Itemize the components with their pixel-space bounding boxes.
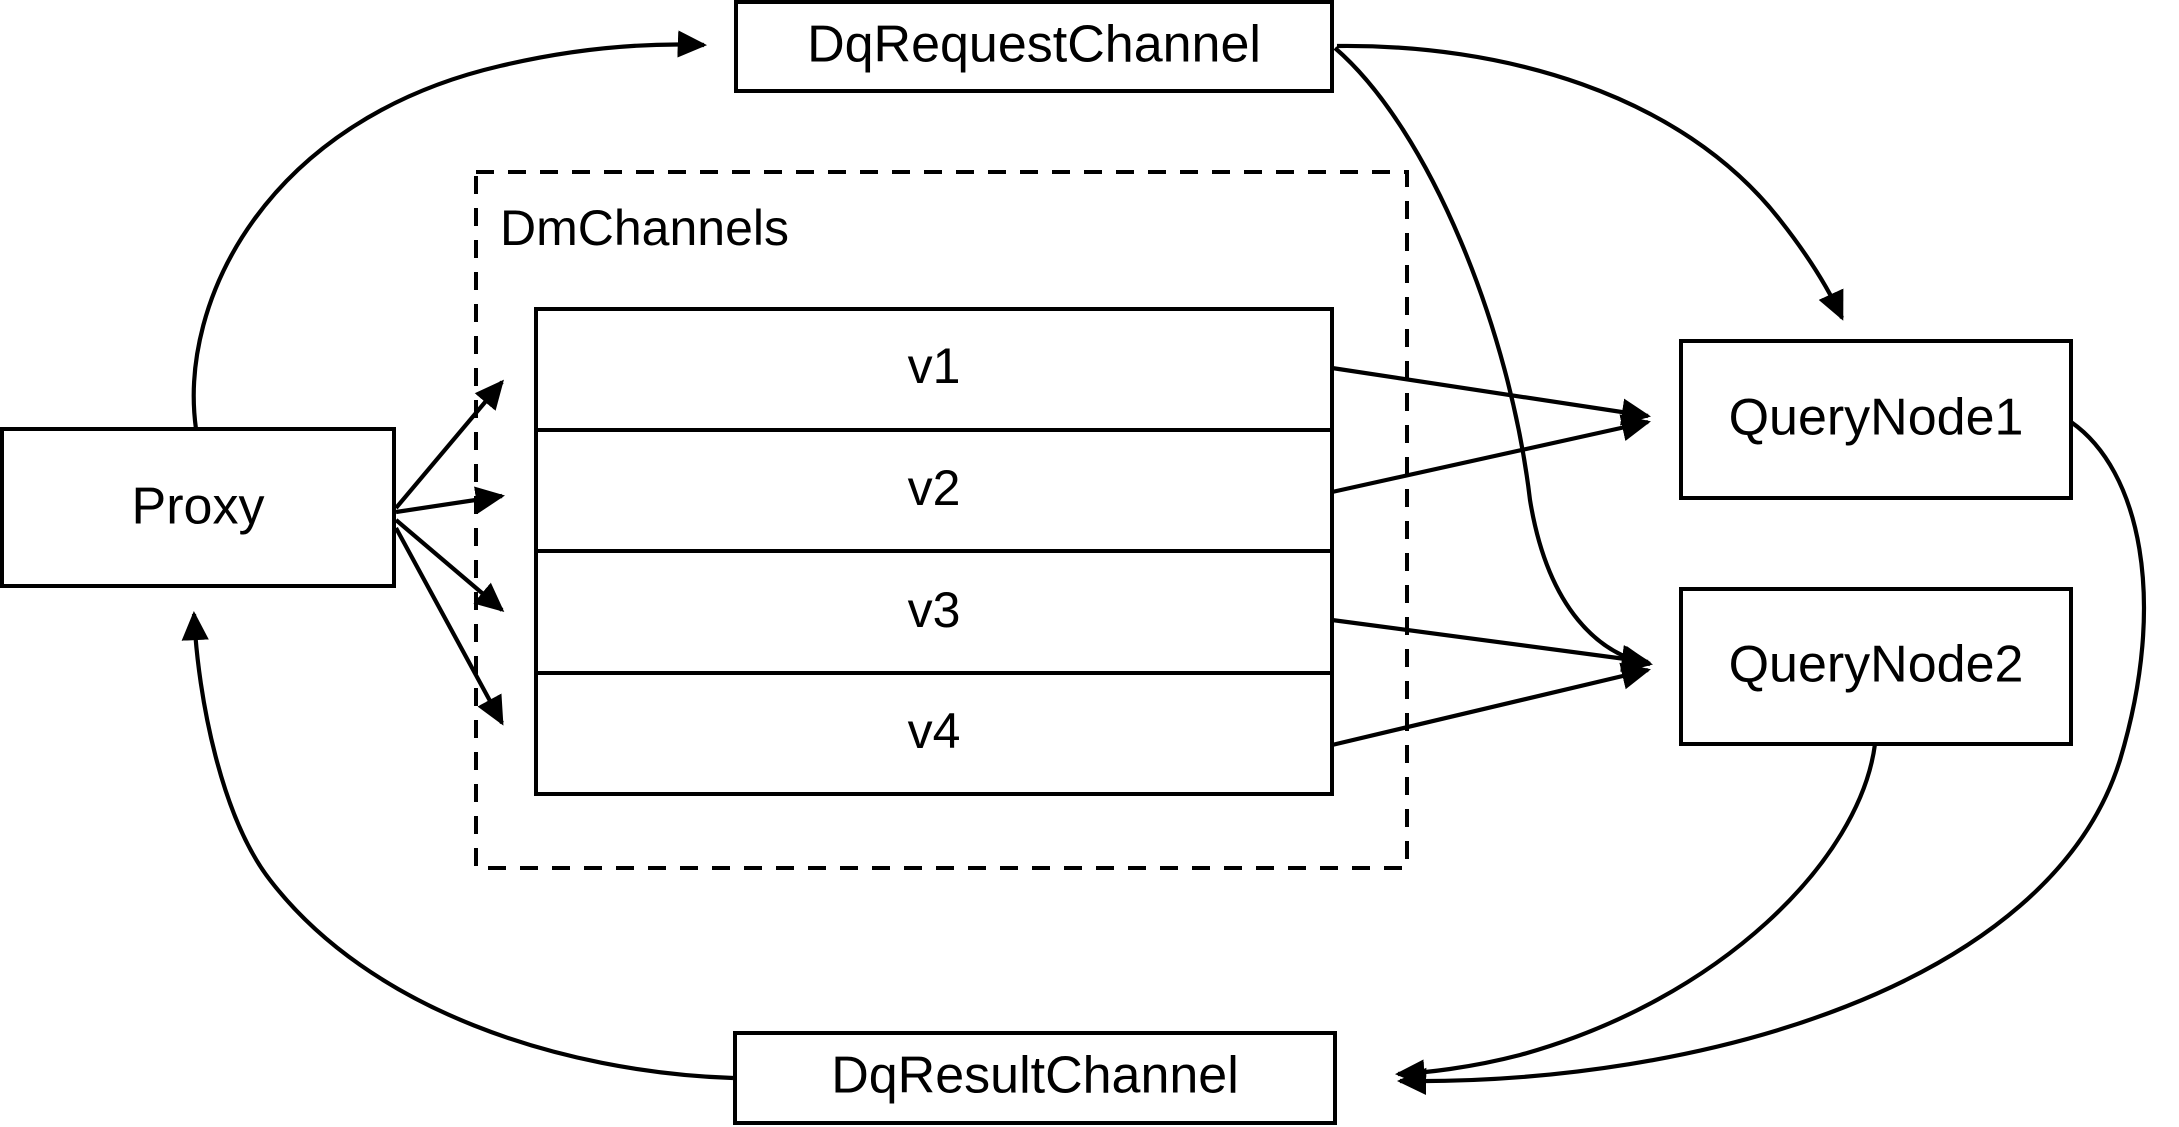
- querynode2-label: QueryNode2: [1729, 636, 2024, 694]
- edge-querynode1-to-dqresultchannel: [1396, 420, 2147, 1095]
- proxy-box[interactable]: [0, 427, 396, 588]
- querynode2-box[interactable]: [1679, 587, 2073, 746]
- edge-proxy-to-dqrequestchannel: [191, 30, 708, 430]
- edge-v1-to-querynode1: [1331, 365, 1651, 426]
- channel-label-v4: v4: [908, 703, 961, 759]
- node-dqrequestchannel[interactable]: DqRequestChannel: [734, 0, 1334, 93]
- dqresultchannel-box[interactable]: [733, 1031, 1337, 1125]
- edge-v3-to-querynode2: [1331, 617, 1651, 673]
- node-dqresultchannel[interactable]: DqResultChannel: [733, 1031, 1337, 1125]
- querynode1-box[interactable]: [1679, 339, 2073, 500]
- edge-proxy-to-v1: [394, 379, 504, 510]
- channel-label-v1: v1: [908, 338, 961, 394]
- edge-querynode2-to-dqresultchannel: [1394, 743, 1878, 1087]
- channel-label-v2: v2: [908, 460, 961, 516]
- node-querynode2[interactable]: QueryNode2: [1679, 587, 2073, 746]
- dmchannels-group-box: [474, 170, 1409, 870]
- edge-proxy-to-v3: [394, 518, 505, 612]
- dmchannels-stack: v1 v2 v3 v4: [534, 307, 1334, 796]
- querynode1-label: QueryNode1: [1729, 389, 2024, 447]
- dmchannels-group-label: DmChannels: [500, 200, 789, 256]
- proxy-label: Proxy: [132, 478, 265, 536]
- edge-proxy-to-v4: [394, 526, 504, 726]
- dqresultchannel-label: DqResultChannel: [831, 1047, 1239, 1105]
- edge-v2-to-querynode1: [1331, 414, 1651, 495]
- node-proxy[interactable]: Proxy: [0, 427, 396, 588]
- edge-v4-to-querynode2: [1331, 662, 1651, 748]
- edge-dqrequestchannel-to-querynode2: [1333, 46, 1653, 673]
- channel-label-v3: v3: [908, 582, 961, 638]
- edge-proxy-to-v2: [395, 486, 505, 515]
- edge-dqrequestchannel-to-querynode1: [1336, 43, 1844, 321]
- dqrequestchannel-box[interactable]: [734, 0, 1334, 93]
- dqrequestchannel-label: DqRequestChannel: [807, 16, 1261, 74]
- edge-dqresultchannel-to-proxy: [181, 610, 734, 1081]
- node-querynode1[interactable]: QueryNode1: [1679, 339, 2073, 500]
